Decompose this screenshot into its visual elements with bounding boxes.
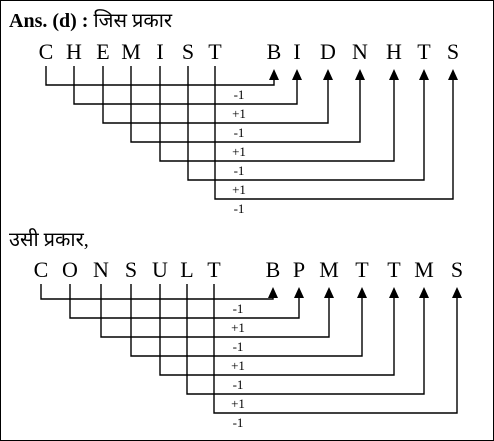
result-letter: B [267, 39, 282, 64]
connector-line [213, 284, 458, 414]
arrow-head [294, 287, 304, 298]
result-letter: I [293, 39, 300, 64]
connector-line [159, 66, 395, 162]
arrow-head [357, 287, 367, 298]
source-letter: T [207, 257, 221, 282]
answer-label: Ans. (d) : [9, 10, 89, 32]
arrow-head [323, 69, 333, 80]
second-heading-text: उसी प्रकार, [9, 229, 89, 251]
arrow-head [419, 287, 429, 298]
second-heading: उसी प्रकार, [9, 230, 89, 250]
arrow-head [269, 69, 279, 80]
shift-label: -1 [233, 415, 244, 430]
connector-line [40, 284, 274, 300]
arrow-head [355, 69, 365, 80]
shift-label: -1 [234, 87, 245, 102]
source-letter: C [39, 39, 54, 64]
source-letter: L [180, 257, 193, 282]
arrow-head [389, 69, 399, 80]
connector-line [159, 284, 395, 376]
result-letter: S [447, 39, 459, 64]
connector-line [187, 66, 425, 181]
source-letter: C [34, 257, 49, 282]
shift-label: +1 [232, 144, 246, 159]
shift-label: +1 [231, 320, 245, 335]
shift-label: -1 [234, 125, 245, 140]
shift-label: -1 [234, 201, 245, 216]
result-letter: H [386, 39, 402, 64]
arrow-head [292, 69, 302, 80]
heading-text: जिस प्रकार [93, 10, 173, 32]
result-letter: S [451, 257, 463, 282]
arrow-head [419, 69, 429, 80]
shift-label: +1 [231, 396, 245, 411]
result-letter: M [414, 257, 434, 282]
connector-line [130, 284, 363, 357]
shift-label: +1 [231, 358, 245, 373]
shift-label: -1 [233, 377, 244, 392]
connector-line [100, 284, 330, 338]
source-letter: I [156, 39, 163, 64]
shift-label: -1 [234, 163, 245, 178]
arrow-head [448, 69, 458, 80]
result-letter: B [266, 257, 281, 282]
arrow-head [452, 287, 462, 298]
result-letter: M [319, 257, 339, 282]
source-letter: U [152, 257, 168, 282]
result-letter: D [320, 39, 336, 64]
connector-line [73, 66, 298, 105]
source-letter: E [96, 39, 109, 64]
source-letter: H [66, 39, 82, 64]
arrow-head [324, 287, 334, 298]
shift-label: +1 [232, 182, 246, 197]
result-letter: T [387, 257, 401, 282]
connector-line [130, 66, 361, 143]
source-letter: M [121, 39, 141, 64]
shift-label: +1 [232, 106, 246, 121]
result-letter: T [417, 39, 431, 64]
shift-label: -1 [233, 339, 244, 354]
arrow-head [268, 287, 278, 298]
connector-line [69, 284, 300, 319]
source-letter: T [208, 39, 222, 64]
connector-line [186, 284, 425, 395]
source-letter: O [62, 257, 78, 282]
result-letter: N [352, 39, 368, 64]
arrow-head [389, 287, 399, 298]
source-letter: N [93, 257, 109, 282]
result-letter: P [293, 257, 305, 282]
answer-heading: Ans. (d) : जिस प्रकार [9, 11, 172, 31]
source-letter: S [182, 39, 194, 64]
shift-label: -1 [233, 301, 244, 316]
result-letter: T [355, 257, 369, 282]
connector-line [214, 66, 454, 200]
source-letter: S [125, 257, 137, 282]
